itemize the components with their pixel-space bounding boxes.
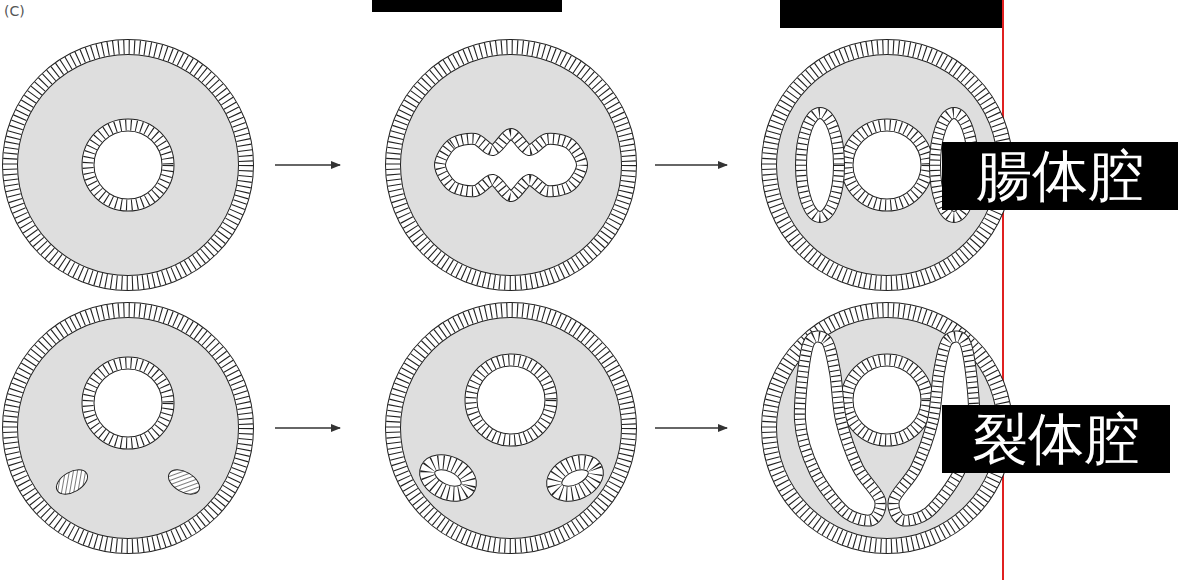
cropped-tag [372,0,562,12]
cell-layer [801,113,839,217]
cell-layer [422,456,474,500]
cell-layer [88,125,168,205]
cell-layer [800,336,881,520]
term-text: 腸体腔 [976,145,1144,207]
cell-layer [393,47,629,283]
cell-layer [88,125,168,205]
mesoderm-cluster [52,465,91,499]
cell-layer [847,125,927,205]
mesenchyme [10,47,246,283]
cell-layer [88,363,168,443]
mesenchyme [10,310,246,546]
cell-layer [440,134,582,196]
cell-layer [440,134,582,196]
mesenchyme [393,47,629,283]
term-tag: 裂体腔 [942,405,1170,473]
stage-arrow [275,427,340,429]
cell-layer [10,47,246,283]
cell-layer [549,456,601,500]
cell-layer [549,456,601,500]
cell-layer [393,47,629,283]
cell-layer [847,125,927,205]
cell-layer [847,360,927,440]
cell-layer [10,310,246,546]
stage-arrow [655,164,727,166]
term-text: 裂体腔 [972,408,1140,470]
mesoderm-cluster [164,465,203,499]
cell-layer [471,360,551,440]
cell-layer [393,47,629,283]
term-tag: 腸体腔 [942,142,1178,210]
divider-line [1002,0,1004,580]
stage-arrow [655,427,727,429]
embryo-section [393,310,629,546]
stage-arrow [275,164,340,166]
cell-layer [393,310,629,546]
embryo-section [10,47,246,283]
cell-layer [88,125,168,205]
cell-layer [88,363,168,443]
cell-layer [440,134,582,196]
mesenchyme [393,310,629,546]
cell-layer [10,310,246,546]
cell-layer [10,47,246,283]
cell-layer [847,125,927,205]
cell-layer [801,113,839,217]
cell-layer [393,310,629,546]
cell-layer [847,360,927,440]
cell-layer [800,336,881,520]
embryo-section [393,47,629,283]
cell-layer [549,456,601,500]
cropped-tag [780,0,1003,28]
cell-layer [393,310,629,546]
cell-layer [847,360,927,440]
cell-layer [801,113,839,217]
embryo-section [10,310,246,546]
cell-layer [88,363,168,443]
cell-layer [471,360,551,440]
cell-layer [471,360,551,440]
panel-label: (C) [4,3,25,20]
cell-layer [422,456,474,500]
cell-layer [800,336,881,520]
cell-layer [422,456,474,500]
cell-layer [10,310,246,546]
cell-layer [10,47,246,283]
